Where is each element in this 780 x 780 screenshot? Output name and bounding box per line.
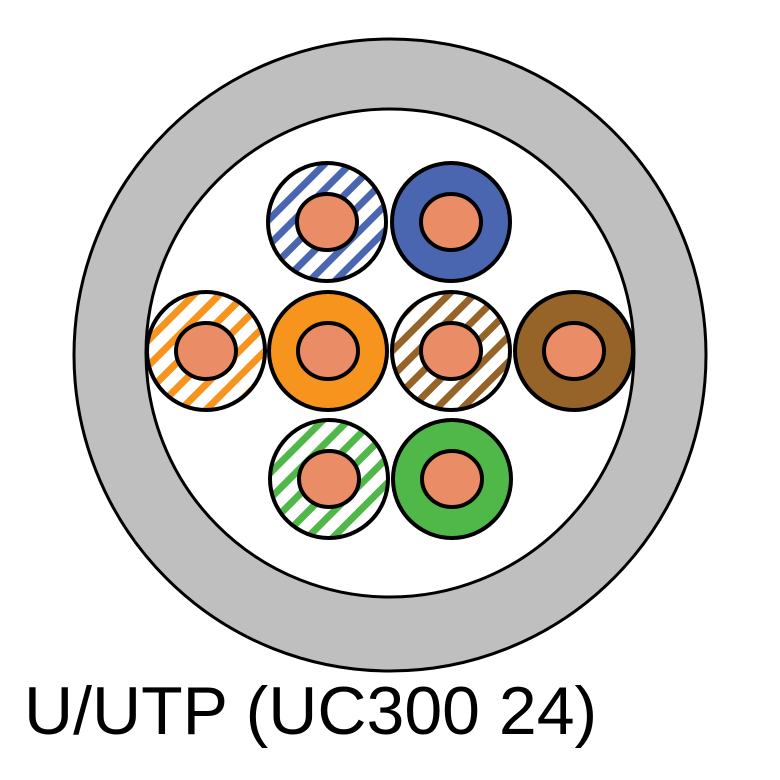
wire-orange [267, 290, 389, 412]
copper-conductor [420, 449, 484, 509]
wire-white-green [268, 418, 390, 540]
copper-conductor [297, 449, 361, 509]
copper-conductor [174, 321, 238, 381]
cable-type-label: U/UTP (UC300 24) [24, 673, 598, 749]
copper-conductor [419, 192, 483, 252]
copper-conductor [296, 321, 360, 381]
wire-white-brown [390, 290, 512, 412]
wire-brown [513, 290, 635, 412]
wire-green [391, 418, 513, 540]
copper-conductor [419, 321, 483, 381]
wire-white-blue [266, 161, 388, 283]
wire-blue [390, 161, 512, 283]
wire-white-orange [145, 290, 267, 412]
copper-conductor [542, 321, 606, 381]
copper-conductor [295, 192, 359, 252]
